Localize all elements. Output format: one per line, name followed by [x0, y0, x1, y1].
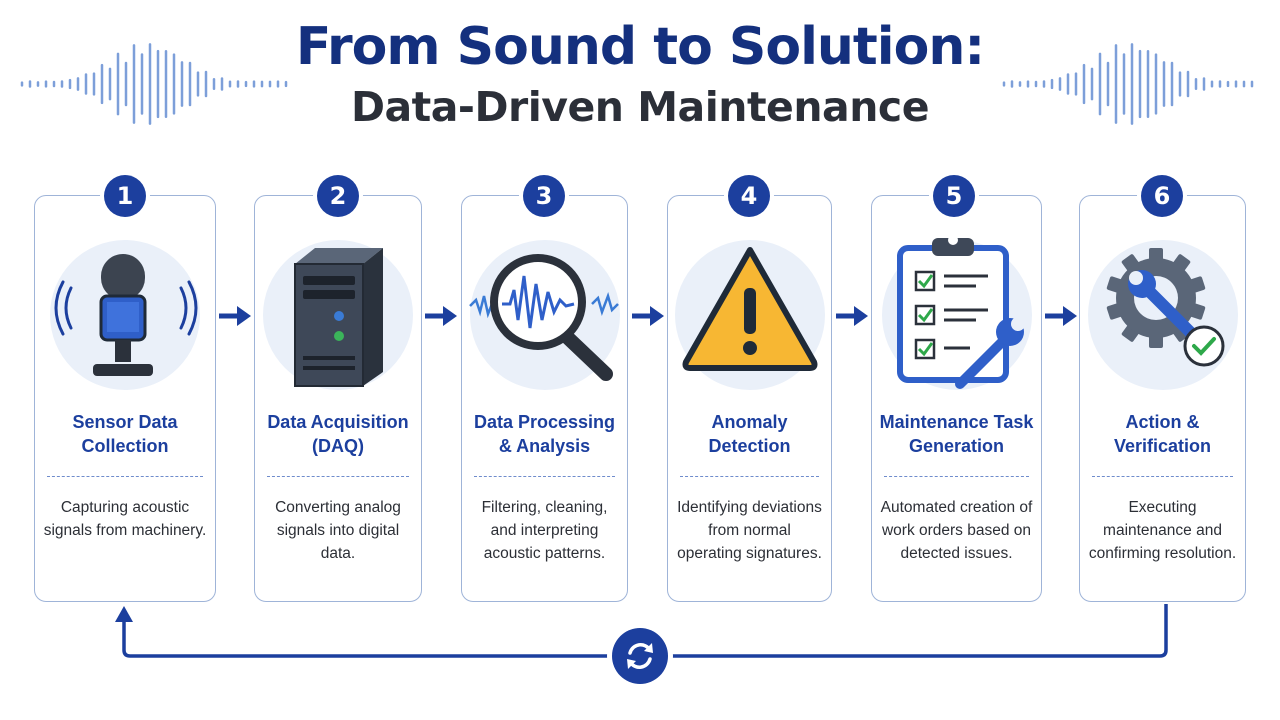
divider	[474, 476, 615, 477]
step-card-task: Maintenance Task Generation Automated cr…	[871, 195, 1042, 602]
flow-arrow	[1045, 306, 1077, 326]
warning-icon	[682, 247, 818, 371]
page-title: From Sound to Solution:	[295, 17, 985, 77]
page-subtitle: Data-Driven Maintenance	[350, 83, 930, 131]
divider	[47, 476, 203, 477]
step-number-badge: 3	[523, 175, 565, 217]
step-card-daq: Data Acquisition (DAQ) Converting analog…	[254, 195, 422, 602]
divider	[267, 476, 409, 477]
right-soundwave-icon	[1002, 43, 1254, 125]
step-description: Filtering, cleaning, and interpreting ac…	[481, 499, 608, 562]
step-card-anomaly: Anomaly Detection Identifying deviations…	[667, 195, 832, 602]
step-number-badge: 2	[317, 175, 359, 217]
header: From Sound to Solution: Data-Driven Main…	[0, 14, 1280, 134]
left-soundwave-icon	[20, 43, 288, 125]
step-title: Sensor Data Collection	[72, 412, 178, 456]
step-number-badge: 6	[1141, 175, 1183, 217]
step-description: Converting analog signals into digital d…	[275, 499, 401, 562]
step-title: Anomaly Detection	[708, 412, 791, 456]
step-card-processing: Data Processing & Analysis Filtering, cl…	[461, 195, 628, 602]
magnifier-waveform-icon	[469, 254, 619, 381]
step-title: Data Processing & Analysis	[473, 412, 616, 456]
step-card-action: Action & Verification Executing maintena…	[1079, 195, 1246, 602]
divider	[884, 476, 1029, 477]
divider	[1092, 476, 1233, 477]
step-description: Identifying deviations from normal opera…	[677, 499, 822, 562]
step-title: Data Acquisition (DAQ)	[267, 412, 409, 456]
clipboard-checklist-icon	[897, 235, 1025, 389]
step-title: Maintenance Task Generation	[879, 412, 1034, 456]
gear-wrench-check-icon	[1106, 248, 1225, 367]
server-icon	[294, 248, 383, 387]
step-description: Automated creation of work orders based …	[880, 499, 1033, 562]
flow-arrow	[425, 306, 457, 326]
refresh-cycle-icon	[612, 628, 668, 684]
microphone-icon	[54, 254, 198, 376]
divider	[680, 476, 819, 477]
flow-arrow	[219, 306, 251, 326]
step-number-badge: 4	[728, 175, 770, 217]
flow-arrow	[836, 306, 868, 326]
step-number-badge: 1	[104, 175, 146, 217]
flow-arrow	[632, 306, 664, 326]
step-description: Capturing acoustic signals from machiner…	[43, 499, 207, 539]
step-title: Action & Verification	[1113, 412, 1212, 456]
step-description: Executing maintenance and confirming res…	[1088, 499, 1237, 562]
step-number-badge: 5	[933, 175, 975, 217]
step-card-sensor: Sensor Data Collection Capturing acousti…	[34, 195, 216, 602]
